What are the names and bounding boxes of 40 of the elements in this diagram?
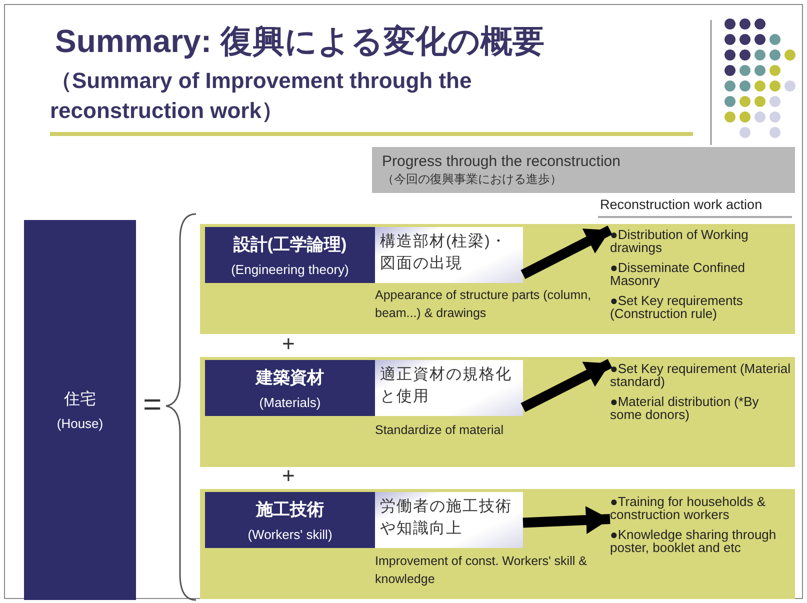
- bullet-item: ●Material distribution (*By some donors): [610, 395, 760, 421]
- box-heading: 建築資材: [254, 367, 325, 389]
- box-subtitle: (House): [56, 416, 104, 431]
- box-subtitle: (Materials): [258, 395, 322, 410]
- equals-sign: =: [143, 388, 162, 420]
- bullet-item: ●Set Key requirement (Material standard): [610, 362, 792, 388]
- bullet-item: ●Distribution of Working drawings: [610, 228, 750, 254]
- arrow: [520, 358, 612, 412]
- category-box: [24, 220, 136, 600]
- box-heading: 施工技術: [254, 499, 325, 521]
- translation-text: Standardize of material: [375, 422, 505, 439]
- bullet-item: ●Set Key requirements (Construction rule): [610, 294, 744, 320]
- text-box: 労働者の施工技術や知識向上: [375, 492, 523, 548]
- arrow: [520, 226, 612, 280]
- bullet-item: ●Disseminate Confined Masonry: [610, 261, 746, 287]
- box-heading: 設計(工学論理): [232, 234, 348, 256]
- header-box: [372, 147, 795, 193]
- translation-text: Improvement of const. Workers' skill & knowledge: [375, 553, 588, 588]
- band-panel: [200, 357, 795, 467]
- text-box: 適正資材の規格化と使用: [375, 360, 523, 416]
- title: Summary: 復興による変化の概要: [55, 22, 546, 61]
- box-heading: 住宅: [63, 390, 97, 410]
- bullet-item: ●Training for households & construction workers: [610, 495, 767, 521]
- plus-sign: +: [282, 333, 295, 355]
- band-panel: [200, 224, 795, 334]
- column-heading: Reconstruction work action: [600, 198, 762, 212]
- category-box: [205, 227, 375, 283]
- header-subtitle: （今回の復興事業における進歩）: [382, 171, 563, 187]
- arrow: [522, 506, 610, 534]
- category-box: [205, 360, 375, 416]
- box-subtitle: (Workers' skill): [246, 527, 334, 542]
- text-box: 構造部材(柱梁)・図面の出現: [375, 227, 523, 283]
- bullet-item: ●Knowledge sharing through poster, booklet and etc: [610, 528, 778, 554]
- translation-text: Appearance of structure parts (column, beam...) & drawings: [375, 287, 592, 322]
- box-subtitle: (Engineering theory): [230, 262, 350, 277]
- subtitle: （Summary of Improvement through the reconstruction work）: [50, 67, 473, 125]
- header-text: Progress through the reconstruction: [382, 153, 622, 171]
- category-box: [205, 492, 375, 548]
- band-panel: [200, 489, 795, 599]
- plus-sign: +: [282, 465, 295, 487]
